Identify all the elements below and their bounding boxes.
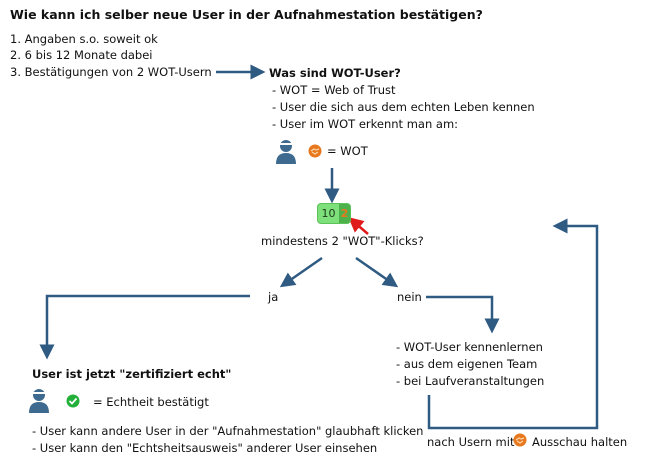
question-text: mindestens 2 "WOT"-Klicks? — [261, 234, 424, 248]
wot-handshake-icon — [308, 144, 322, 158]
wot-click-badge[interactable]: 10 2 — [317, 203, 351, 224]
certified-item-2: - User kann den "Echtsheitsausweis" ande… — [32, 441, 378, 455]
arrow-nein-to-list — [426, 295, 500, 334]
wot-item-3: - User im WOT erkennt man am: — [272, 117, 459, 131]
arrow-to-nein — [355, 256, 399, 288]
no-footer-before: nach Usern mit — [427, 435, 515, 449]
loop-back-arrow — [427, 218, 599, 430]
step-2: 2. 6 bis 12 Monate dabei — [10, 48, 153, 62]
no-footer-after: Ausschau halten — [532, 435, 628, 449]
no-item-3: - bei Laufveranstaltungen — [396, 374, 545, 388]
pointer-arrow — [348, 217, 369, 235]
certified-item-1: - User kann andere User in der "Aufnahme… — [32, 424, 424, 438]
wot-heading: Was sind WOT-User? — [269, 66, 401, 80]
step-1: 1. Angaben s.o. soweit ok — [10, 32, 158, 46]
branch-no-label: nein — [397, 290, 422, 304]
no-item-1: - WOT-User kennenlernen — [396, 340, 543, 354]
certified-heading: User ist jetzt "zertifiziert echt" — [32, 367, 232, 381]
wot-legend-text: = WOT — [327, 144, 368, 158]
badge-wot-clicks: 2 — [339, 204, 350, 223]
arrow-ja-to-certified — [39, 294, 250, 360]
user-icon — [29, 389, 49, 413]
wot-item-1: - WOT = Web of Trust — [272, 83, 396, 97]
page-title: Wie kann ich selber neue User in der Auf… — [10, 7, 483, 22]
no-item-2: - aus dem eigenen Team — [396, 357, 538, 371]
branch-yes-label: ja — [268, 290, 279, 304]
user-icon — [276, 140, 296, 164]
wot-item-2: - User die sich aus dem echten Leben ken… — [272, 100, 535, 114]
certified-legend-text: = Echtheit bestätigt — [93, 395, 209, 409]
wot-handshake-icon — [513, 433, 527, 447]
step-3: 3. Bestätigungen von 2 WOT-Usern — [10, 65, 212, 79]
check-verified-icon — [66, 394, 80, 408]
badge-count: 10 — [321, 207, 336, 220]
arrow-to-ja — [279, 256, 323, 288]
